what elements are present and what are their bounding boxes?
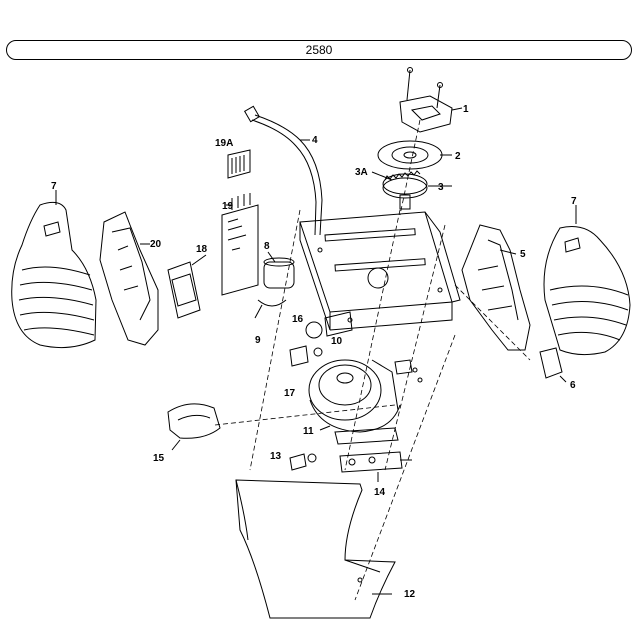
callout-2: 2 xyxy=(455,151,461,162)
callout-7-right: 7 xyxy=(571,196,577,207)
callout-12: 12 xyxy=(404,589,416,600)
part-7-right-end-cover xyxy=(543,205,631,356)
part-11-motor xyxy=(308,359,401,445)
part-9-capacitor-bracket xyxy=(254,299,287,319)
callout-15: 15 xyxy=(153,453,165,464)
callout-13: 13 xyxy=(270,451,282,462)
part-10-limit-switch xyxy=(324,311,353,337)
callout-11: 11 xyxy=(303,426,314,437)
part-19a-board xyxy=(227,149,251,179)
part-14-bracket-assembly xyxy=(339,451,412,482)
part-1-end-bracket xyxy=(399,67,463,133)
part-17-switch-assembly xyxy=(289,345,323,367)
part-12-bottom-panel xyxy=(235,479,396,619)
callout-16: 16 xyxy=(292,314,304,325)
callout-6: 6 xyxy=(570,380,576,391)
part-20-left-housing xyxy=(99,211,159,346)
callout-17: 17 xyxy=(284,388,296,399)
part-8-capacitor xyxy=(263,251,295,289)
model-number-banner: 2580 xyxy=(6,40,632,60)
part-4-power-cord xyxy=(243,105,323,236)
part-13-coupler xyxy=(289,453,317,471)
callout-19a: 19A xyxy=(215,138,233,149)
part-3-drive-gear xyxy=(371,170,452,210)
callout-4: 4 xyxy=(312,135,318,146)
motor-screws xyxy=(394,359,423,383)
callout-14: 14 xyxy=(374,487,386,498)
callout-10: 10 xyxy=(331,336,343,347)
callout-5: 5 xyxy=(520,249,526,260)
callout-3: 3 xyxy=(438,182,444,193)
callout-8: 8 xyxy=(264,241,270,252)
part-2-mounting-plate xyxy=(377,140,452,170)
callout-9: 9 xyxy=(255,335,261,346)
part-7-left-end-cover xyxy=(11,190,97,349)
model-number: 2580 xyxy=(305,43,333,57)
callout-18: 18 xyxy=(196,244,208,255)
chassis-frame xyxy=(299,211,461,331)
callout-7-left: 7 xyxy=(51,181,57,192)
callout-labels: 1 2 3 3A 4 5 6 7 7 8 9 10 11 12 13 14 15… xyxy=(51,104,577,600)
callout-3a: 3A xyxy=(355,167,368,178)
part-6-knob xyxy=(539,347,567,383)
part-18-light-socket xyxy=(167,254,207,319)
part-19-logic-board xyxy=(221,193,259,296)
callout-20: 20 xyxy=(150,239,162,250)
part-15-light-lens xyxy=(167,403,221,451)
callout-1: 1 xyxy=(463,104,469,115)
part-16-o-ring xyxy=(305,321,323,339)
callout-19: 19 xyxy=(222,201,234,212)
part-5-right-housing xyxy=(461,224,531,351)
